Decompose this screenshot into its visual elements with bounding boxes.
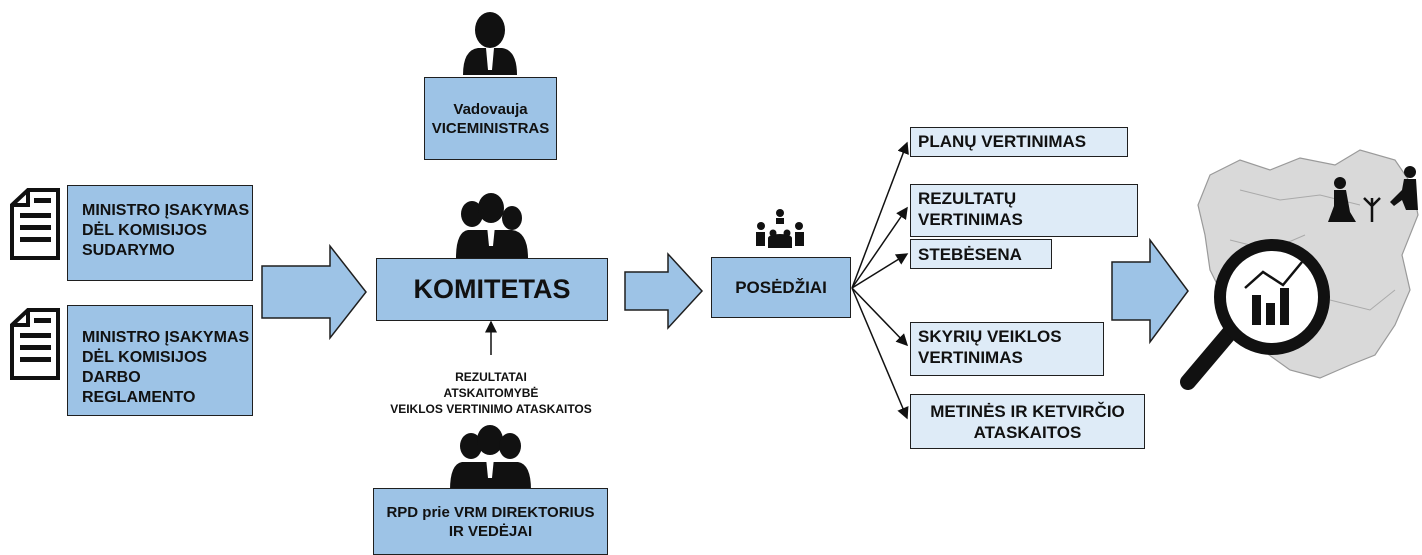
- box-text-line: DĖL KOMISIJOS: [82, 222, 208, 239]
- output-unit-activity-evaluation: SKYRIŲ VEIKLOS VERTINIMAS: [910, 322, 1104, 376]
- box-text-line: SUDARYMO: [82, 242, 175, 259]
- fanout-arrows: [851, 141, 909, 420]
- output-annual-quarterly-reports: METINĖS IR KETVIRČIO ATASKAITOS: [910, 394, 1145, 449]
- committee-label: KOMITETAS: [413, 274, 571, 304]
- output-results-evaluation: REZULTATŲ VERTINIMAS: [910, 184, 1138, 237]
- leader-title: VICEMINISTRAS: [431, 119, 550, 137]
- reporting-line: REZULTATAI: [455, 370, 527, 384]
- output-label: METINĖS IR KETVIRČIO: [930, 401, 1125, 421]
- committee-box: KOMITETAS: [376, 258, 608, 321]
- leader-box: Vadovauja VICEMINISTRAS: [424, 77, 557, 160]
- reporting-line: ATSKAITOMYBĖ: [443, 386, 539, 400]
- box-text-line: MINISTRO ĮSAKYMAS: [82, 329, 250, 346]
- output-label: VERTINIMAS: [918, 348, 1023, 367]
- output-label: REZULTATŲ: [918, 189, 1017, 208]
- meetings-label: POSĖDŽIAI: [735, 277, 827, 297]
- box-text-line: MINISTRO ĮSAKYMAS: [82, 202, 250, 219]
- gardener-icon: [1328, 166, 1418, 222]
- output-plans-evaluation: PLANŲ VERTINIMAS: [910, 127, 1128, 157]
- output-label: STEBĖSENA: [918, 245, 1022, 264]
- flow-arrow: [624, 252, 704, 330]
- order-work-regulation-box: MINISTRO ĮSAKYMAS DĖL KOMISIJOS DARBO RE…: [67, 305, 253, 416]
- directors-line: RPD prie VRM DIREKTORIUS: [386, 503, 595, 521]
- directors-line: IR VEDĖJAI: [448, 522, 533, 540]
- document-icon: [10, 188, 60, 260]
- box-text-line: DARBO REGLAMENTO: [82, 369, 196, 406]
- order-commission-formation-box: MINISTRO ĮSAKYMAS DĖL KOMISIJOS SUDARYMO: [67, 185, 253, 281]
- box-text-line: DĖL KOMISIJOS: [82, 349, 208, 366]
- magnifier-icon: [1180, 239, 1330, 390]
- meeting-icon: [756, 209, 804, 248]
- output-label: PLANŲ VERTINIMAS: [918, 132, 1087, 151]
- meetings-box: POSĖDŽIAI: [711, 257, 851, 318]
- output-monitoring: STEBĖSENA: [910, 239, 1052, 269]
- leader-line: Vadovauja: [453, 100, 528, 118]
- group-icon: [450, 425, 531, 490]
- flow-arrow: [1111, 237, 1189, 345]
- person-icon: [463, 12, 517, 75]
- reporting-text: REZULTATAI ATSKAITOMYBĖ VEIKLOS VERTINIM…: [360, 369, 622, 417]
- output-label: VERTINIMAS: [918, 210, 1023, 229]
- flow-arrow: [261, 243, 367, 341]
- reporting-line: VEIKLOS VERTINIMO ATASKAITOS: [390, 402, 592, 416]
- directors-box: RPD prie VRM DIREKTORIUS IR VEDĖJAI: [373, 488, 608, 555]
- group-icon: [456, 193, 528, 258]
- output-label: ATASKAITOS: [973, 422, 1082, 442]
- document-icon: [10, 308, 60, 380]
- output-label: SKYRIŲ VEIKLOS: [918, 327, 1062, 346]
